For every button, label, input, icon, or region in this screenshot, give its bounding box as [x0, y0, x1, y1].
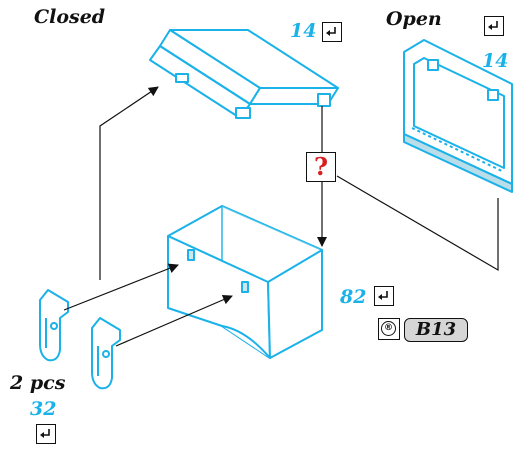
open-step-number: 14: [482, 50, 509, 72]
closed-lid-part: [149, 29, 339, 119]
box-step-number: 82: [340, 286, 367, 308]
clip-part-1: [39, 289, 69, 362]
open-label: Open: [386, 8, 442, 30]
box-base-part: [167, 205, 323, 359]
return-arrow-icon[interactable]: [484, 16, 504, 36]
return-arrow-icon[interactable]: [374, 286, 394, 306]
clip-part-2: [91, 317, 121, 390]
closed-label: Closed: [34, 6, 106, 28]
question-mark-icon: ?: [306, 152, 336, 182]
registered-icon: ®: [378, 318, 400, 340]
pcs-label: 2 pcs: [10, 372, 66, 394]
registered-symbol: ®: [381, 321, 396, 336]
return-arrow-icon[interactable]: [36, 424, 56, 444]
open-lid-part: [403, 39, 513, 193]
question-mark-text: ?: [313, 152, 329, 181]
closed-step-number: 14: [290, 20, 317, 42]
clip-step-number: 32: [30, 398, 57, 420]
connector-lines: [63, 86, 499, 347]
return-arrow-icon[interactable]: [322, 22, 342, 42]
reference-badge: B13: [404, 318, 468, 342]
